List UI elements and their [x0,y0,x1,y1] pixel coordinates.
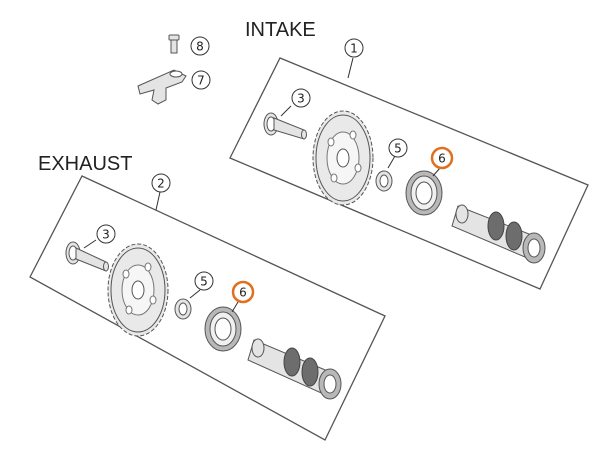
intake-bearing-part-6 [405,170,443,216]
exhaust-camshaft [247,338,342,400]
intake-sprocket [312,110,374,206]
callout-3-exhaust: 3 [83,224,116,249]
svg-text:8: 8 [196,40,204,54]
svg-text:5: 5 [394,142,402,156]
callout-6-intake: 6 [430,146,454,177]
svg-text:2: 2 [157,177,165,191]
svg-text:3: 3 [102,228,110,242]
callout-2: 2 [151,173,171,211]
callout-5-intake: 5 [387,138,408,169]
exhaust-assembly-frame [29,175,386,441]
intake-section-title: INTAKE [245,19,316,41]
bolt-part-8 [168,34,180,54]
intake-camshaft [451,204,546,264]
exhaust-sprocket [107,243,169,337]
svg-text:3: 3 [297,92,305,106]
callout-1: 1 [344,38,364,79]
callout-7: 7 [191,70,211,90]
intake-washer-part-5 [375,170,393,192]
callout-5-exhaust: 5 [189,271,214,299]
exhaust-section-title: EXHAUST [38,153,132,175]
exhaust-bolt-part-3 [65,241,109,272]
svg-text:6: 6 [438,152,446,166]
svg-text:1: 1 [350,42,358,56]
callout-6-exhaust: 6 [231,280,255,313]
callout-3-intake: 3 [280,88,311,117]
svg-text:6: 6 [239,286,247,300]
bracket-part-7 [137,69,187,105]
svg-text:5: 5 [200,275,208,289]
callout-8: 8 [190,36,210,56]
intake-bolt-part-3 [263,112,307,140]
exhaust-washer-part-5 [174,298,192,320]
exhaust-bearing-part-6 [204,306,242,352]
svg-text:7: 7 [197,74,205,88]
